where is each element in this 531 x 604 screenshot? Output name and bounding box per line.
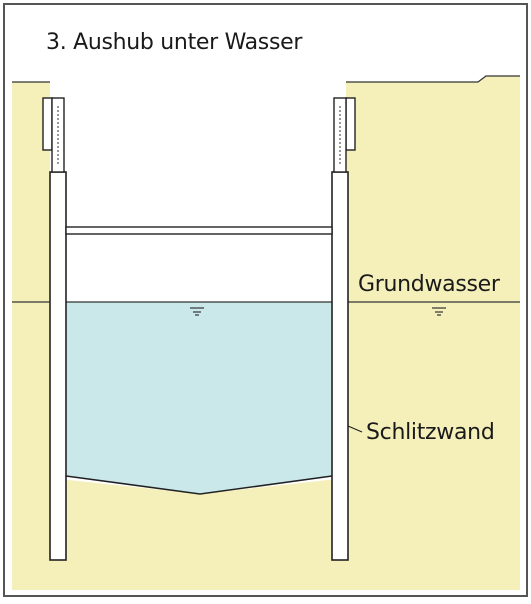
water-level-symbol-inner [190, 307, 204, 316]
schlitzwand-leader-line [347, 425, 363, 433]
diaphragm-wall-right [331, 171, 349, 561]
groundwater-label: Grundwasser [358, 272, 500, 297]
diaphragm-wall-left [49, 171, 67, 561]
guide-wall-left [42, 97, 53, 151]
diaphragm-wall-label: Schlitzwand [366, 420, 495, 445]
excavation-bottom [65, 475, 333, 495]
strut [65, 226, 333, 235]
excavation-water [66, 302, 332, 494]
soil-bottom [50, 478, 346, 590]
ground-surface-right [346, 75, 520, 83]
soil-left [12, 82, 50, 590]
water-level-symbol-outer [432, 307, 446, 316]
soil-right [346, 76, 520, 590]
guide-wall-right [345, 97, 356, 151]
diagram-title: 3. Aushub unter Wasser [46, 30, 303, 55]
